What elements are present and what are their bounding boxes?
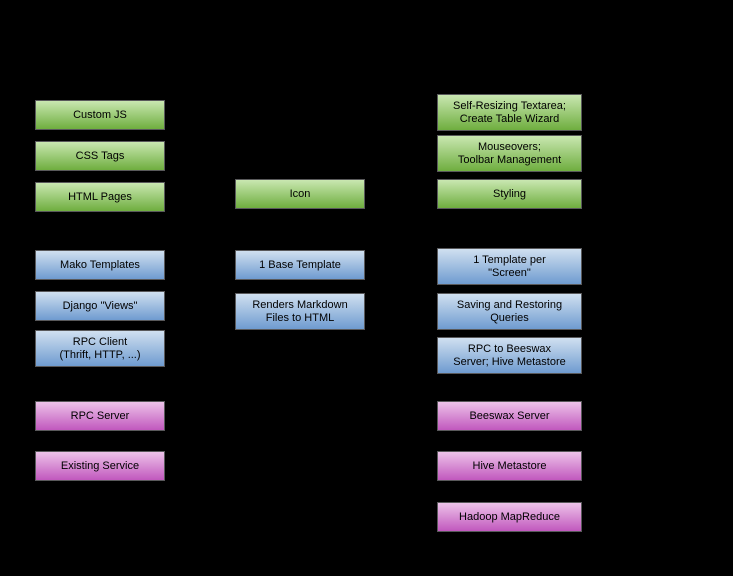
box-hadoop-mapreduce-label: Hadoop MapReduce (459, 510, 560, 523)
box-rpc-server-label: RPC Server (70, 409, 130, 422)
box-template-per-screen-label: 1 Template per "Screen" (473, 253, 546, 279)
box-css-tags-label: CSS Tags (75, 149, 125, 162)
box-existing-service-label: Existing Service (60, 459, 140, 472)
box-rpc-server: RPC Server (35, 401, 165, 431)
box-django-views-label: Django "Views" (62, 299, 138, 312)
box-template-per-screen: 1 Template per "Screen" (437, 248, 582, 285)
box-beeswax-server-label: Beeswax Server (469, 409, 550, 422)
box-mako-templates-label: Mako Templates (60, 258, 140, 271)
box-custom-js-label: Custom JS (73, 108, 127, 121)
box-icon: Icon (235, 179, 365, 209)
box-rpc-client-label: RPC Client (Thrift, HTTP, ...) (59, 335, 141, 361)
box-css-tags: CSS Tags (35, 141, 165, 171)
box-styling: Styling (437, 179, 582, 209)
box-hive-metastore: Hive Metastore (437, 451, 582, 481)
box-html-pages: HTML Pages (35, 182, 165, 212)
box-custom-js: Custom JS (35, 100, 165, 130)
box-existing-service: Existing Service (35, 451, 165, 481)
box-django-views: Django "Views" (35, 291, 165, 321)
box-styling-label: Styling (492, 187, 527, 200)
box-self-resizing-textarea: Self-Resizing Textarea; Create Table Wiz… (437, 94, 582, 131)
box-renders-markdown-label: Renders Markdown Files to HTML (252, 298, 348, 324)
box-saving-queries-label: Saving and Restoring Queries (456, 298, 563, 324)
box-hadoop-mapreduce: Hadoop MapReduce (437, 502, 582, 532)
box-rpc-beeswax-label: RPC to Beeswax Server; Hive Metastore (453, 342, 566, 368)
box-html-pages-label: HTML Pages (68, 190, 132, 203)
box-saving-queries: Saving and Restoring Queries (437, 293, 582, 330)
box-mako-templates: Mako Templates (35, 250, 165, 280)
box-base-template: 1 Base Template (235, 250, 365, 280)
box-beeswax-server: Beeswax Server (437, 401, 582, 431)
box-renders-markdown: Renders Markdown Files to HTML (235, 293, 365, 330)
box-mouseovers-label: Mouseovers; Toolbar Management (457, 140, 562, 166)
box-hive-metastore-label: Hive Metastore (472, 459, 547, 472)
box-rpc-client: RPC Client (Thrift, HTTP, ...) (35, 330, 165, 367)
box-icon-label: Icon (289, 187, 311, 200)
box-mouseovers: Mouseovers; Toolbar Management (437, 135, 582, 172)
box-base-template-label: 1 Base Template (259, 258, 341, 271)
box-self-resizing-textarea-label: Self-Resizing Textarea; Create Table Wiz… (453, 99, 566, 125)
box-rpc-beeswax: RPC to Beeswax Server; Hive Metastore (437, 337, 582, 374)
